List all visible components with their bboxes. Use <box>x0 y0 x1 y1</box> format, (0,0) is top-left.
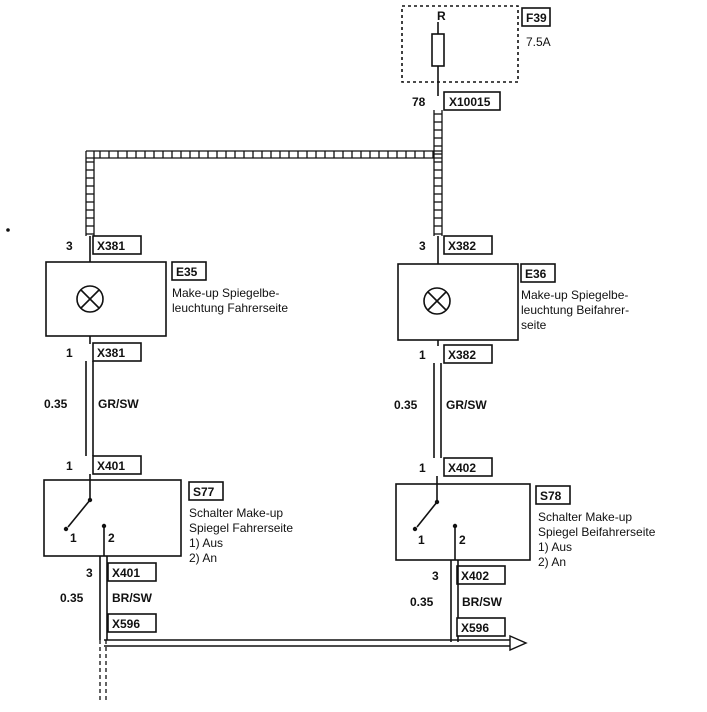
right-lamp-desc-3: seite <box>521 318 547 332</box>
left-lamp-out-id: X381 <box>97 346 125 360</box>
left-switch-state-1: 1) Aus <box>189 536 223 550</box>
right-switch-out-box <box>456 565 506 585</box>
right-switch-id: S78 <box>540 489 562 503</box>
right-lamp-symbol <box>423 287 451 315</box>
right-top-connector-pin: 3 <box>419 239 426 253</box>
left-lamp-symbol <box>76 285 104 313</box>
fuse-pin-label: R <box>437 9 446 23</box>
right-wire-gauge: 0.35 <box>394 398 418 412</box>
right-lamp-desc-2: leuchtung Beifahrer- <box>521 303 629 317</box>
left-switch-symbol <box>63 480 107 556</box>
right-lamp-id: E36 <box>525 267 547 281</box>
left-lamp-out-box <box>92 342 142 362</box>
right-lamp-housing <box>397 263 519 341</box>
left-switch-in-pin: 1 <box>66 459 73 473</box>
left-switch-out-pin: 3 <box>86 566 93 580</box>
stray-dot <box>6 228 10 232</box>
right-switch-state-1: 1) Aus <box>538 540 572 554</box>
right-wire-grsw <box>433 363 442 458</box>
fuse-housing <box>401 5 519 83</box>
left-switch-desc-2: Spiegel Fahrerseite <box>189 521 293 535</box>
right-lamp-id-box <box>520 263 556 283</box>
fuse-connector-box <box>443 91 501 111</box>
left-switch-state-2: 2) An <box>189 551 217 565</box>
fuse-connector-id: X10015 <box>449 95 491 109</box>
ground-bus <box>104 634 528 652</box>
right-switch-in-id: X402 <box>448 461 476 475</box>
right-lamp-out-box <box>443 344 493 364</box>
left-top-connector-box <box>92 235 142 255</box>
right-top-connector-box <box>443 235 493 255</box>
supply-wire-left <box>85 151 95 236</box>
fuse-id-box <box>521 7 551 27</box>
left-top-connector-pin: 3 <box>66 239 73 253</box>
left-lamp-out-pin: 1 <box>66 346 73 360</box>
left-wire-color: GR/SW <box>98 397 139 411</box>
left-lamp-desc-1: Make-up Spiegelbe- <box>172 286 279 300</box>
left-switch-in-box <box>92 455 142 475</box>
fuse-connector-pin: 78 <box>412 95 426 109</box>
right-switch-contact-1: 1 <box>418 533 425 547</box>
right-switch-desc-1: Schalter Make-up <box>538 510 632 524</box>
left-ground-id: X596 <box>112 617 140 631</box>
right-switch-in-pin: 1 <box>419 461 426 475</box>
left-ground-wire-gauge: 0.35 <box>60 591 84 605</box>
left-ground-wire <box>99 556 108 640</box>
right-lamp-out-pin: 1 <box>419 348 426 362</box>
left-switch-contact-1: 1 <box>70 531 77 545</box>
fuse-rating: 7.5A <box>526 35 551 49</box>
left-switch-id: S77 <box>193 485 215 499</box>
left-switch-in-id: X401 <box>97 459 125 473</box>
right-switch-out-id: X402 <box>461 569 489 583</box>
left-top-connector-id: X381 <box>97 239 125 253</box>
right-ground-id: X596 <box>461 621 489 635</box>
right-top-connector-id: X382 <box>448 239 476 253</box>
left-switch-out-id: X401 <box>112 566 140 580</box>
supply-wire-right <box>433 110 443 236</box>
right-switch-state-2: 2) An <box>538 555 566 569</box>
right-switch-id-box <box>535 485 571 505</box>
left-switch-housing <box>43 479 182 557</box>
left-switch-out-box <box>107 562 157 582</box>
right-switch-housing <box>395 483 531 561</box>
right-ground-wire-color: BR/SW <box>462 595 503 609</box>
left-switch-id-box <box>188 481 224 501</box>
left-lamp-housing <box>45 261 167 337</box>
right-switch-in-box <box>443 457 493 477</box>
left-lamp-id: E35 <box>176 265 198 279</box>
right-lamp-out-id: X382 <box>448 348 476 362</box>
left-lamp-desc-2: leuchtung Fahrerseite <box>172 301 288 315</box>
left-ground-continuation <box>99 640 107 700</box>
left-switch-contact-2: 2 <box>108 531 115 545</box>
left-wire-grsw <box>85 361 94 456</box>
supply-wire-horizontal <box>86 150 442 159</box>
right-switch-desc-2: Spiegel Beifahrerseite <box>538 525 656 539</box>
left-lamp-id-box <box>171 261 207 281</box>
right-switch-contact-2: 2 <box>459 533 466 547</box>
left-switch-desc-1: Schalter Make-up <box>189 506 283 520</box>
left-ground-box <box>107 613 157 633</box>
right-switch-symbol <box>412 484 458 560</box>
right-ground-wire-gauge: 0.35 <box>410 595 434 609</box>
right-wire-color: GR/SW <box>446 398 487 412</box>
left-wire-gauge: 0.35 <box>44 397 68 411</box>
right-lamp-desc-1: Make-up Spiegelbe- <box>521 288 628 302</box>
right-ground-box <box>456 617 506 637</box>
fuse-id: F39 <box>526 11 547 25</box>
fuse-symbol <box>431 33 445 67</box>
right-switch-out-pin: 3 <box>432 569 439 583</box>
left-ground-wire-color: BR/SW <box>112 591 153 605</box>
